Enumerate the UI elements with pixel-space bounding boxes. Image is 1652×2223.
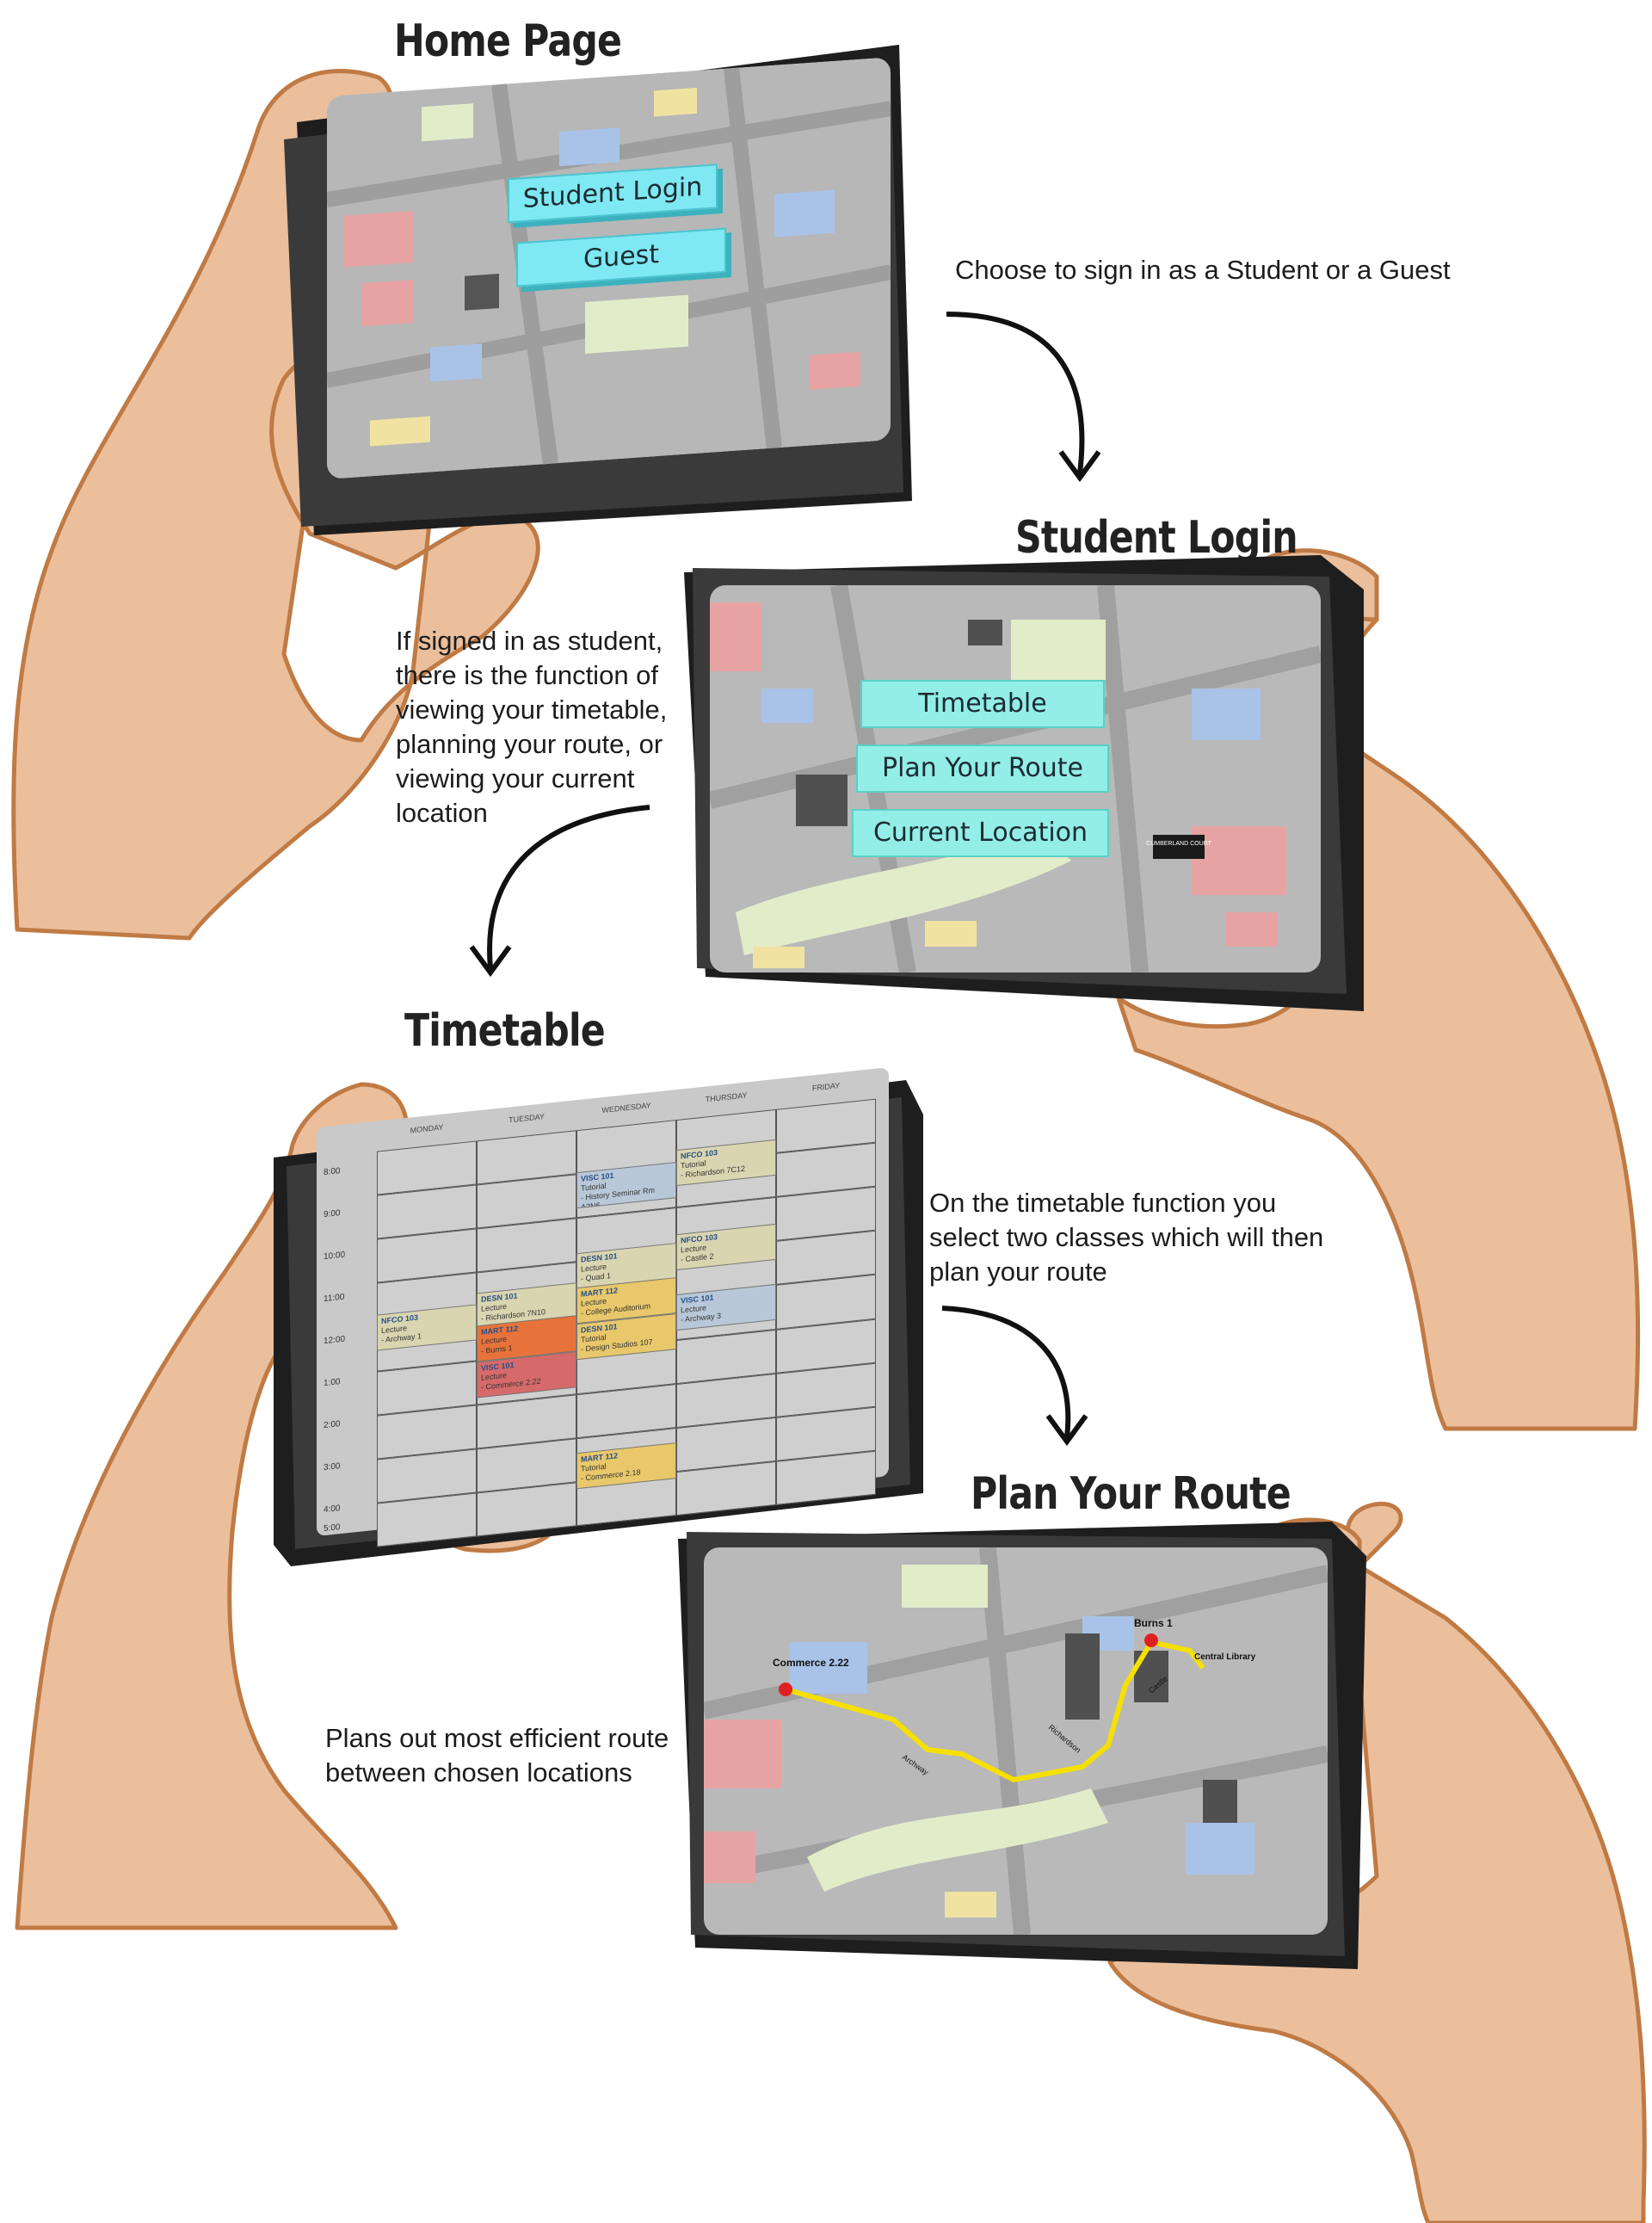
caption-line: If signed in as student, xyxy=(396,626,663,656)
day-label: THURSDAY xyxy=(705,1090,748,1104)
route-caption: Plans out most efficient route between c… xyxy=(325,1721,669,1790)
timetable-screen: MONDAY TUESDAY WEDNESDAY THURSDAY FRIDAY… xyxy=(317,1067,889,1547)
caption-line: planning your route, or xyxy=(396,729,663,759)
time-label: 12:00 xyxy=(324,1334,346,1347)
caption-line: location xyxy=(396,798,488,828)
time-label: 10:00 xyxy=(324,1250,346,1263)
phone-home: Student Login Guest xyxy=(262,45,912,535)
home-caption: Choose to sign in as a Student or a Gues… xyxy=(955,255,1451,285)
label-central-library: Central Library xyxy=(1194,1652,1256,1662)
timetable-button[interactable]: Timetable xyxy=(860,680,1105,728)
caption-line: viewing your timetable, xyxy=(396,695,668,725)
time-label: 9:00 xyxy=(324,1208,341,1220)
time-label: 1:00 xyxy=(324,1377,341,1389)
pin-commerce[interactable] xyxy=(779,1683,792,1696)
student-login-caption: If signed in as student, there is the fu… xyxy=(396,624,667,831)
caption-line: Plans out most efficient route xyxy=(325,1723,669,1753)
day-label: MONDAY xyxy=(410,1122,444,1135)
label-commerce: Commerce 2.22 xyxy=(773,1657,849,1669)
student-login-title: Student Login xyxy=(1015,512,1298,564)
day-label: TUESDAY xyxy=(509,1112,545,1125)
day-label: FRIDAY xyxy=(811,1081,841,1093)
map-label-cumberland: CUMBERLAND COURT xyxy=(1146,841,1211,847)
arrow-login-to-timetable xyxy=(469,805,650,978)
label-burns: Burns 1 xyxy=(1134,1617,1173,1629)
time-label: 11:00 xyxy=(324,1292,345,1305)
timetable-title: Timetable xyxy=(404,1005,606,1057)
day-label: WEDNESDAY xyxy=(601,1101,651,1115)
caption-line: between chosen locations xyxy=(325,1757,632,1788)
time-label: 2:00 xyxy=(324,1419,341,1431)
phone-route: Commerce 2.22 Burns 1 Central Library Ar… xyxy=(678,1522,1366,1969)
current-location-button[interactable]: Current Location xyxy=(852,809,1109,857)
time-label: 3:00 xyxy=(324,1461,341,1473)
caption-line: there is the function of xyxy=(396,660,659,690)
route-map: Commerce 2.22 Burns 1 Central Library Ar… xyxy=(704,1547,1328,1935)
plan-your-route-button[interactable]: Plan Your Route xyxy=(856,744,1109,793)
arrow-home-to-login xyxy=(946,312,1101,483)
time-label: 8:00 xyxy=(324,1166,341,1178)
phone-timetable: MONDAY TUESDAY WEDNESDAY THURSDAY FRIDAY… xyxy=(274,1067,923,1566)
home-page-title: Home Page xyxy=(394,15,622,67)
caption-line: viewing your current xyxy=(396,763,635,793)
caption-line: On the timetable function you xyxy=(929,1188,1277,1218)
caption-line: plan your route xyxy=(929,1257,1107,1287)
plan-route-title: Plan Your Route xyxy=(971,1468,1291,1520)
arrow-timetable-to-route xyxy=(941,1306,1088,1446)
phone-student-login: CUMBERLAND COURT Timetable Plan Your Rou… xyxy=(684,555,1364,1011)
time-label: 4:00 xyxy=(324,1504,341,1516)
timetable-caption: On the timetable function you select two… xyxy=(929,1186,1323,1289)
time-label: 5:00 xyxy=(324,1522,341,1534)
caption-line: select two classes which will then xyxy=(929,1222,1324,1252)
pin-burns[interactable] xyxy=(1144,1633,1158,1647)
